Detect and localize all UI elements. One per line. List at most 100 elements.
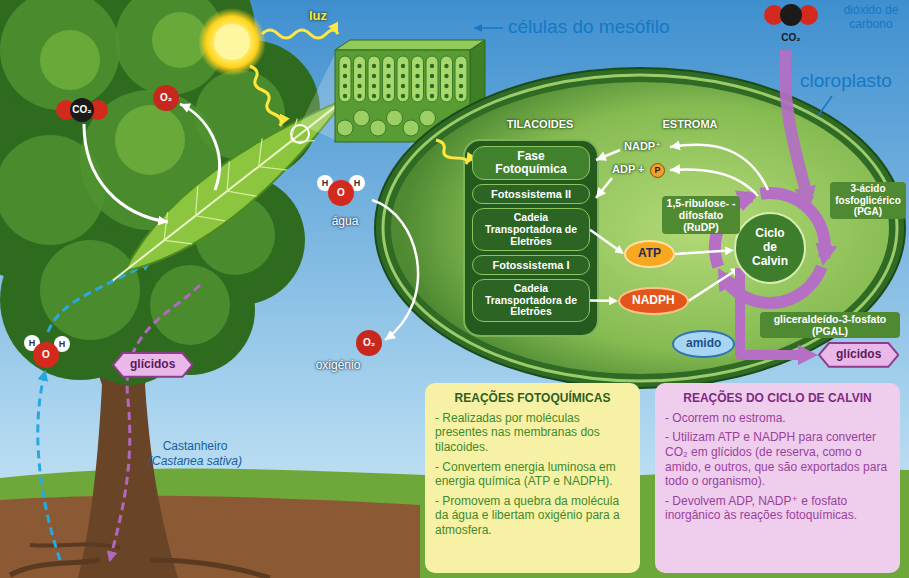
node-label: ATP [638, 247, 661, 261]
cell-chloroplast [357, 64, 361, 68]
water-to-oxygen-arrow [372, 200, 418, 340]
node-label: Ciclo de Calvin [750, 227, 790, 268]
leader-line [474, 27, 503, 29]
ground [0, 496, 420, 578]
return-arrows [596, 145, 768, 198]
part-name: cloroplasto [800, 70, 892, 92]
molecule-label: gliceraldeído-3-fosfato (PGAL) [760, 312, 900, 338]
gas-exchange-arrows [84, 104, 220, 222]
o2-molecule [356, 330, 382, 356]
cell-chloroplast [415, 84, 419, 88]
energy-arrow [689, 273, 733, 301]
spongy-cell [403, 120, 419, 136]
cell-chloroplast [343, 64, 347, 68]
cell-chloroplast [415, 64, 419, 68]
atom-label: O [42, 349, 50, 361]
tree-trunk [10, 560, 100, 575]
panel-bullet: - Utilizam ATP e NADPH para converter CO… [665, 430, 890, 489]
atom-label: H [322, 178, 329, 188]
spongy-cell [387, 110, 403, 126]
phosphate-circle: P [650, 163, 665, 178]
cell-chloroplast [444, 64, 448, 68]
cell-chloroplast [386, 84, 390, 88]
water-molecule [317, 175, 365, 206]
tree-canopy [0, 0, 120, 110]
cell-chloroplast [357, 74, 361, 78]
molecule-label: CO₂ [781, 32, 800, 44]
energy-arrow [590, 230, 617, 249]
cell-chloroplast [430, 84, 434, 88]
node-label: Fotossistema II [481, 188, 581, 200]
water-molecule [33, 342, 59, 368]
atom-label: H [59, 339, 66, 349]
gas-exchange-arrows [84, 124, 168, 222]
substance-label: água [332, 215, 359, 229]
cell-chloroplast [372, 74, 376, 78]
sun [214, 24, 250, 60]
cell-chloroplast [343, 94, 347, 98]
co2-molecule [56, 98, 108, 122]
cell-chloroplast [444, 74, 448, 78]
flow-dashes [110, 285, 200, 560]
light-rays [250, 66, 281, 126]
return-arrows [670, 169, 758, 196]
calvin-cycle-center: Ciclo de Calvin [734, 212, 806, 284]
cell-chloroplast [401, 94, 405, 98]
nadph-oval: NADPH [618, 287, 689, 315]
sun [198, 8, 266, 76]
light-ray [436, 140, 467, 164]
flow-dashes [38, 372, 60, 560]
molecule-label: O₂ [160, 92, 172, 104]
thylakoid-disk: Fase Fotoquímica [472, 146, 590, 180]
cell-chloroplast [459, 64, 463, 68]
tree-canopy [150, 265, 230, 345]
molecule-label: ADP + [612, 163, 645, 176]
cell-chloroplast [459, 94, 463, 98]
panel-bullet: - Convertem energia luminosa em energia … [435, 460, 630, 489]
glucide-hexagon: glícidos [112, 352, 193, 378]
molecule-label: CO₂ [72, 104, 91, 116]
light-rays [250, 30, 338, 126]
node-label: Fase Fotoquímica [489, 150, 573, 176]
return-arrows [596, 178, 612, 198]
part-name: dióxido de carbono [836, 4, 906, 32]
tree-canopy [40, 30, 100, 90]
o2-molecule [153, 85, 179, 111]
co2-molecule [70, 98, 94, 122]
node-label: glícidos [836, 348, 881, 362]
o2-molecule [356, 330, 382, 356]
node-label: amido [686, 337, 721, 351]
cell-chloroplast [459, 74, 463, 78]
o2-molecule [153, 85, 179, 111]
photosystem-disk: Fotossistema II [472, 184, 590, 204]
molecule-label: 1,5-ribulose- -difosfato (RuDP) [662, 196, 740, 234]
species-name: (Castanea sativa) [148, 455, 242, 469]
mesophyll-cell [455, 56, 467, 102]
summary-panel: REAÇÕES FOTOQUÍMICAS- Realizadas por mol… [425, 383, 640, 573]
cell-chloroplast [415, 74, 419, 78]
node-label: Cadeia Transportadora de Eletrões [481, 283, 581, 318]
spongy-cell [354, 110, 370, 126]
glucide-hexagon: glícidos [818, 342, 899, 368]
mesophyll-cell [426, 56, 438, 102]
mesophyll-cell [339, 56, 351, 102]
atom-label: H [354, 178, 361, 188]
cell-chloroplast [386, 94, 390, 98]
cell-chloroplast [430, 94, 434, 98]
top-co2-molecule [780, 4, 802, 26]
species-name: Castanheiro [163, 440, 228, 454]
flow-dashes [48, 262, 150, 332]
cell-chloroplast [372, 64, 376, 68]
molecule-label: O₂ [363, 337, 375, 349]
cell-chloroplast [357, 84, 361, 88]
node-label: Fotossistema I [481, 259, 581, 271]
energy-arrow [590, 299, 609, 302]
panel-bullet: - Realizadas por moléculas presentes nas… [435, 411, 630, 455]
electron-chain-disk: Cadeia Transportadora de Eletrões [472, 279, 590, 322]
tree-canopy [40, 240, 140, 340]
chloroplast [375, 68, 905, 388]
cell-chloroplast [401, 64, 405, 68]
part-name: células do mesófilo [508, 16, 670, 38]
